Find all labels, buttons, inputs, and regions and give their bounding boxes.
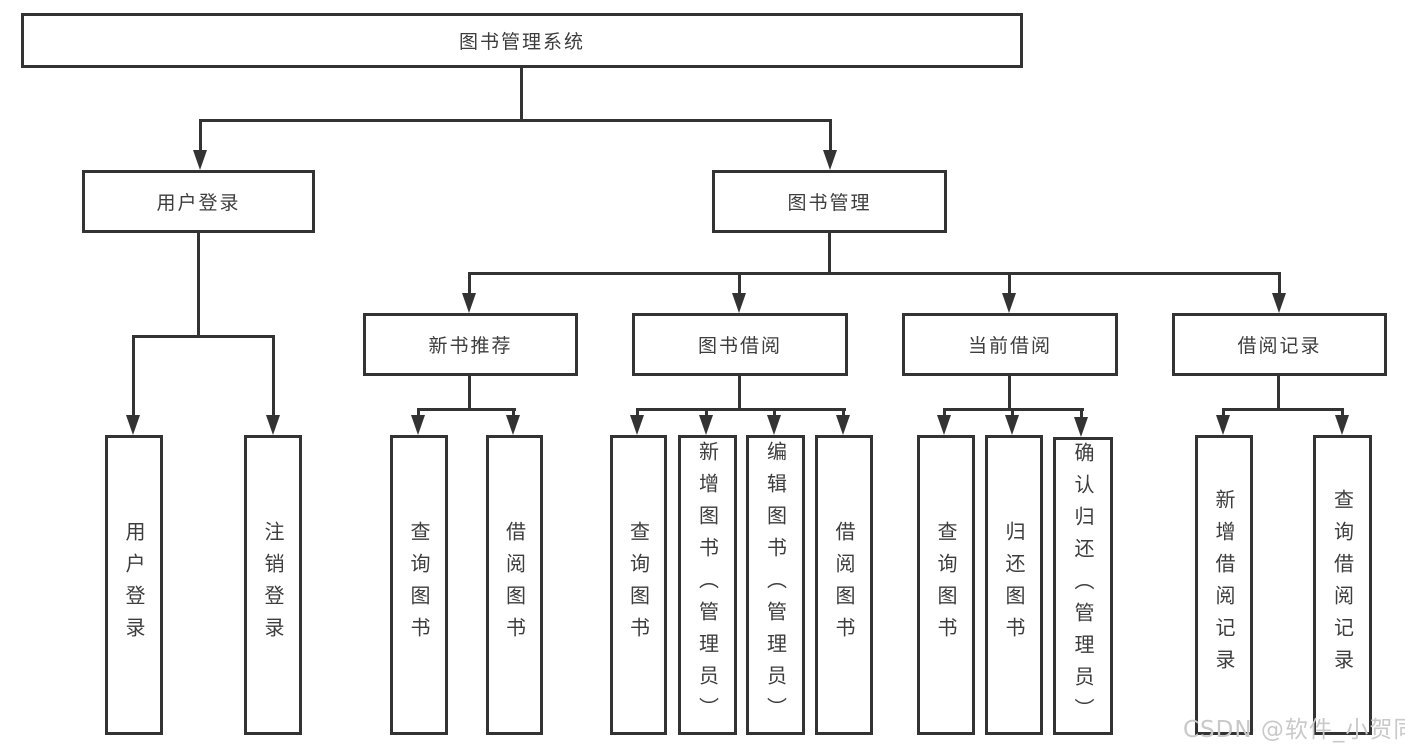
arrow-head-icon <box>126 415 140 435</box>
arrow-head-icon <box>823 150 837 170</box>
arrow-head-icon <box>1005 415 1019 435</box>
leaf-recommend-borrow-books: 借阅图书 <box>486 435 543 735</box>
arrow-head-icon <box>193 150 207 170</box>
connector-line <box>199 119 202 152</box>
arrow-head-icon <box>1272 293 1286 313</box>
node-root-label: 图书管理系统 <box>458 31 585 53</box>
connector-line <box>1341 408 1344 418</box>
connector-line <box>636 408 846 411</box>
node-book-borrow: 图书借阅 <box>632 313 848 376</box>
leaf-add-books-admin: 新增图书（管理员） <box>678 435 737 735</box>
connector-line <box>1277 376 1280 410</box>
arrow-head-icon <box>699 415 713 435</box>
leaf-confirm-return-admin-label: 确认归还（管理员） <box>1071 442 1095 730</box>
connector-line <box>417 408 516 411</box>
connector-line <box>199 119 832 122</box>
arrow-head-icon <box>266 415 280 435</box>
leaf-return-books-label: 归还图书 <box>1002 521 1026 649</box>
connector-line <box>1222 408 1225 418</box>
connector-line <box>738 272 741 296</box>
connector-line <box>272 335 275 417</box>
connector-line <box>773 408 776 418</box>
node-borrow-records: 借阅记录 <box>1172 313 1387 376</box>
connector-line <box>197 233 200 338</box>
connector-line <box>468 272 1281 275</box>
node-user-login-label: 用户登录 <box>156 192 241 214</box>
leaf-add-books-admin-label: 新增图书（管理员） <box>695 441 720 729</box>
connector-line <box>1222 408 1344 411</box>
connector-line <box>738 376 741 410</box>
arrow-head-icon <box>767 415 781 435</box>
leaf-query-borrow-record-label: 查询借阅记录 <box>1330 489 1355 681</box>
connector-line <box>943 408 946 418</box>
arrow-head-icon <box>1216 415 1230 435</box>
arrow-head-icon <box>462 293 476 313</box>
node-new-book-recommend: 新书推荐 <box>363 313 578 376</box>
arrow-head-icon <box>937 415 951 435</box>
leaf-edit-books-admin: 编辑图书（管理员） <box>746 435 805 735</box>
node-current-borrow-label: 当前借阅 <box>967 335 1052 357</box>
connector-line <box>468 272 471 296</box>
node-current-borrow: 当前借阅 <box>902 313 1118 376</box>
csdn-watermark: CSDN @软件_小贺同学 <box>1183 717 1405 743</box>
connector-line <box>468 376 471 410</box>
connector-line <box>636 408 639 418</box>
leaf-borrow-books: 借阅图书 <box>815 435 873 735</box>
connector-line <box>705 408 708 418</box>
arrow-head-icon <box>1335 415 1349 435</box>
leaf-confirm-return-admin: 确认归还（管理员） <box>1053 437 1113 735</box>
connector-line <box>1008 376 1011 410</box>
leaf-add-borrow-record: 新增借阅记录 <box>1195 435 1253 735</box>
connector-line <box>1080 408 1083 418</box>
connector-line <box>132 335 275 338</box>
leaf-user-login-label: 用户登录 <box>122 521 146 649</box>
connector-line <box>828 233 831 275</box>
leaf-edit-books-admin-label: 编辑图书（管理员） <box>763 441 788 729</box>
node-book-borrow-label: 图书借阅 <box>697 335 782 357</box>
leaf-current-query-books: 查询图书 <box>917 435 975 735</box>
node-user-login: 用户登录 <box>82 170 315 233</box>
leaf-current-query-books-label: 查询图书 <box>934 521 958 649</box>
leaf-borrow-books-label: 借阅图书 <box>832 521 856 649</box>
node-book-management-label: 图书管理 <box>787 192 872 214</box>
leaf-borrow-query-books-label: 查询图书 <box>626 521 651 649</box>
node-root: 图书管理系统 <box>21 13 1023 68</box>
connector-line <box>1011 408 1014 418</box>
connector-line <box>512 408 515 418</box>
connector-line <box>132 335 135 417</box>
leaf-recommend-query-books-label: 查询图书 <box>407 521 431 649</box>
leaf-logout: 注销登录 <box>244 435 302 735</box>
leaf-add-borrow-record-label: 新增借阅记录 <box>1212 489 1236 681</box>
connector-line <box>842 408 845 418</box>
connector-line <box>829 119 832 152</box>
leaf-recommend-query-books: 查询图书 <box>390 435 448 735</box>
connector-line <box>1008 272 1011 296</box>
node-new-book-recommend-label: 新书推荐 <box>428 335 513 357</box>
arrow-head-icon <box>836 415 850 435</box>
leaf-query-borrow-record: 查询借阅记录 <box>1313 435 1372 735</box>
arrow-head-icon <box>506 415 520 435</box>
arrow-head-icon <box>1074 417 1088 437</box>
leaf-return-books: 归还图书 <box>985 435 1043 735</box>
arrow-head-icon <box>1002 293 1016 313</box>
connector-line <box>417 408 420 418</box>
node-borrow-records-label: 借阅记录 <box>1237 335 1322 357</box>
arrow-head-icon <box>732 293 746 313</box>
connector-line <box>520 68 523 121</box>
arrow-head-icon <box>630 415 644 435</box>
leaf-recommend-borrow-books-label: 借阅图书 <box>502 521 527 649</box>
arrow-head-icon <box>411 415 425 435</box>
node-book-management: 图书管理 <box>712 170 947 233</box>
leaf-logout-label: 注销登录 <box>261 521 285 649</box>
leaf-user-login: 用户登录 <box>105 435 163 735</box>
connector-line <box>1278 272 1281 296</box>
leaf-borrow-query-books: 查询图书 <box>610 435 667 735</box>
